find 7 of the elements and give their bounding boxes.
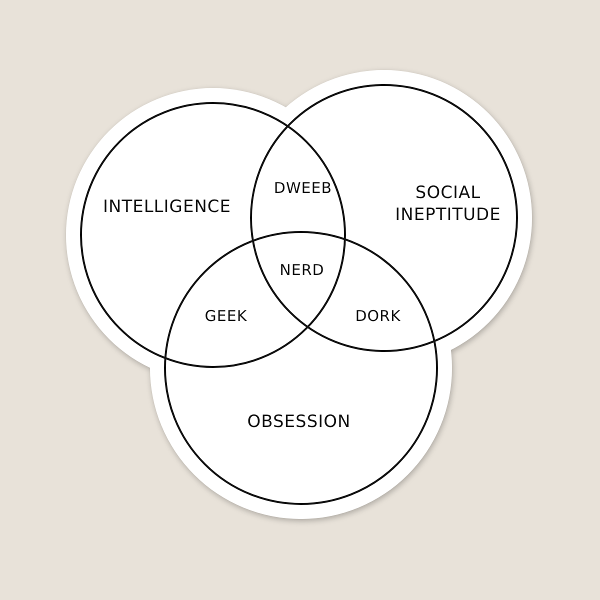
set-label: SOCIAL INEPTITUDE <box>394 182 502 226</box>
overlap-label: DWEEB <box>274 179 332 197</box>
overlap-label: DORK <box>355 307 401 325</box>
set-label: OBSESSION <box>247 410 351 434</box>
set-label: INTELLIGENCE <box>102 196 232 218</box>
overlap-label: GEEK <box>204 307 248 325</box>
overlap-label: NERD <box>280 261 324 279</box>
